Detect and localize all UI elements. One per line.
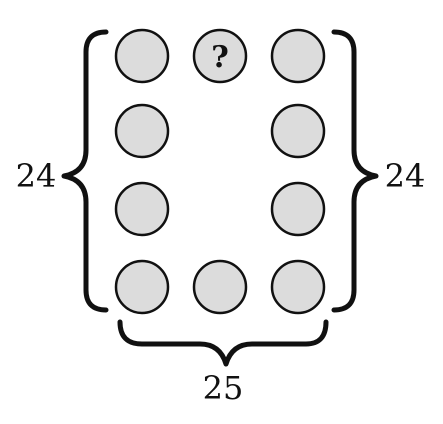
circle-top-middle-unknown bbox=[192, 28, 248, 84]
circle-right-2 bbox=[270, 103, 326, 159]
left-brace bbox=[61, 29, 109, 313]
right-brace bbox=[331, 29, 379, 313]
left-sum-label: 24 bbox=[16, 157, 57, 195]
circle-right-3 bbox=[270, 181, 326, 237]
circle-top-left bbox=[114, 28, 170, 84]
circle-left-2 bbox=[114, 103, 170, 159]
circle-bottom-left bbox=[114, 259, 170, 315]
unknown-marker: ? bbox=[211, 40, 229, 75]
bottom-brace bbox=[117, 319, 329, 367]
circle-top-right bbox=[270, 28, 326, 84]
right-sum-label: 24 bbox=[385, 157, 426, 195]
circle-bottom-middle bbox=[192, 259, 248, 315]
bottom-sum-label: 25 bbox=[203, 369, 244, 407]
circle-left-3 bbox=[114, 181, 170, 237]
circle-bottom-right bbox=[270, 259, 326, 315]
